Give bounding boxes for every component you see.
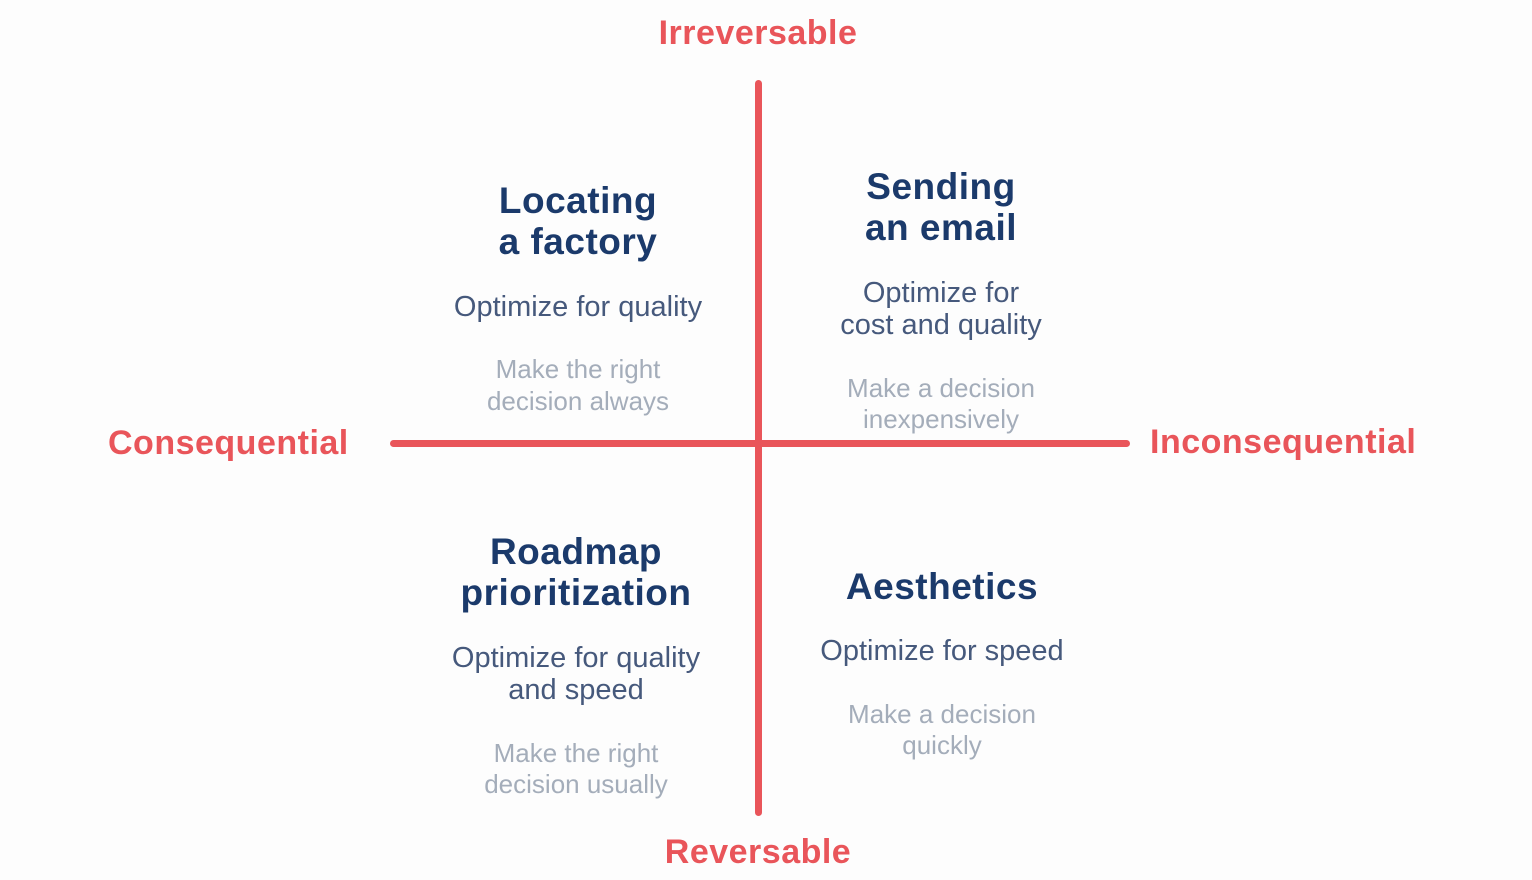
vertical-axis-line bbox=[755, 80, 762, 816]
axis-label-irreversable: Irreversable bbox=[658, 14, 858, 52]
quadrant-bottom-right: Aesthetics Optimize for speed Make a dec… bbox=[762, 548, 1122, 779]
quadrant-note: Make a decision quickly bbox=[848, 698, 1036, 761]
quadrant-title: Sending an email bbox=[864, 166, 1018, 249]
quadrant-subtitle: Optimize for cost and quality bbox=[840, 276, 1042, 342]
quadrant-top-right: Sending an email Optimize for cost and q… bbox=[761, 148, 1121, 453]
quadrant-title: Locating a factory bbox=[498, 180, 658, 263]
quadrant-note: Make the right decision always bbox=[486, 354, 670, 416]
quadrant-subtitle: Optimize for speed bbox=[820, 635, 1064, 668]
quadrant-bottom-left: Roadmap prioritization Optimize for qual… bbox=[395, 513, 757, 818]
axis-label-reversable: Reversable bbox=[664, 833, 852, 871]
quadrant-note: Make a decision inexpensively bbox=[847, 372, 1035, 434]
axis-label-inconsequential: Inconsequential bbox=[1150, 423, 1417, 461]
quadrant-note: Make the right decision usually bbox=[484, 737, 668, 799]
quadrant-subtitle: Optimize for quality bbox=[453, 290, 703, 323]
quadrant-title: Roadmap prioritization bbox=[460, 531, 692, 614]
quadrant-title: Aesthetics bbox=[845, 566, 1039, 607]
quadrant-top-left: Locating a factory Optimize for quality … bbox=[398, 162, 758, 435]
quadrant-subtitle: Optimize for quality and speed bbox=[451, 641, 701, 707]
axis-label-consequential: Consequential bbox=[108, 424, 349, 462]
horizontal-axis-line bbox=[390, 440, 1130, 447]
